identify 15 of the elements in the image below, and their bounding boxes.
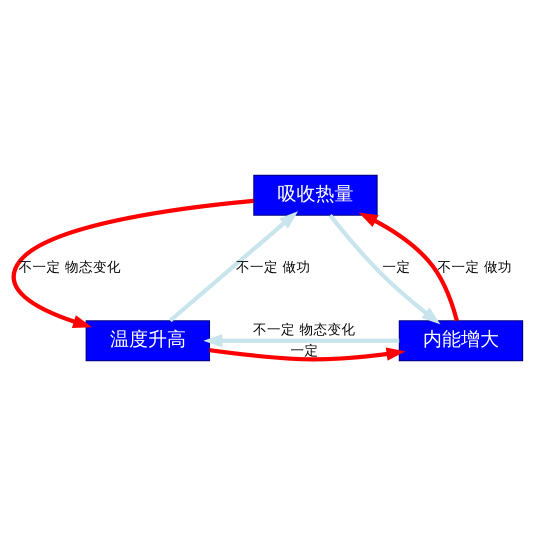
arrow xyxy=(328,214,440,324)
arrow xyxy=(358,212,459,322)
edge-label: 不一定 做功 xyxy=(236,260,310,276)
edge-label: 不一定 物态变化 xyxy=(18,260,121,276)
edge-label: 不一定 物态变化 xyxy=(253,322,356,338)
arrow xyxy=(168,211,298,322)
node-box: 内能增大 xyxy=(398,320,524,362)
node-box: 吸收热量 xyxy=(253,174,378,216)
arrow xyxy=(209,347,406,362)
edge-label: 一定 xyxy=(382,260,411,276)
arrow xyxy=(203,334,400,348)
edge-label: 不一定 做功 xyxy=(437,260,512,276)
node-box: 温度升高 xyxy=(86,320,210,362)
edge-label: 一定 xyxy=(290,342,318,359)
arrow xyxy=(12,198,254,328)
